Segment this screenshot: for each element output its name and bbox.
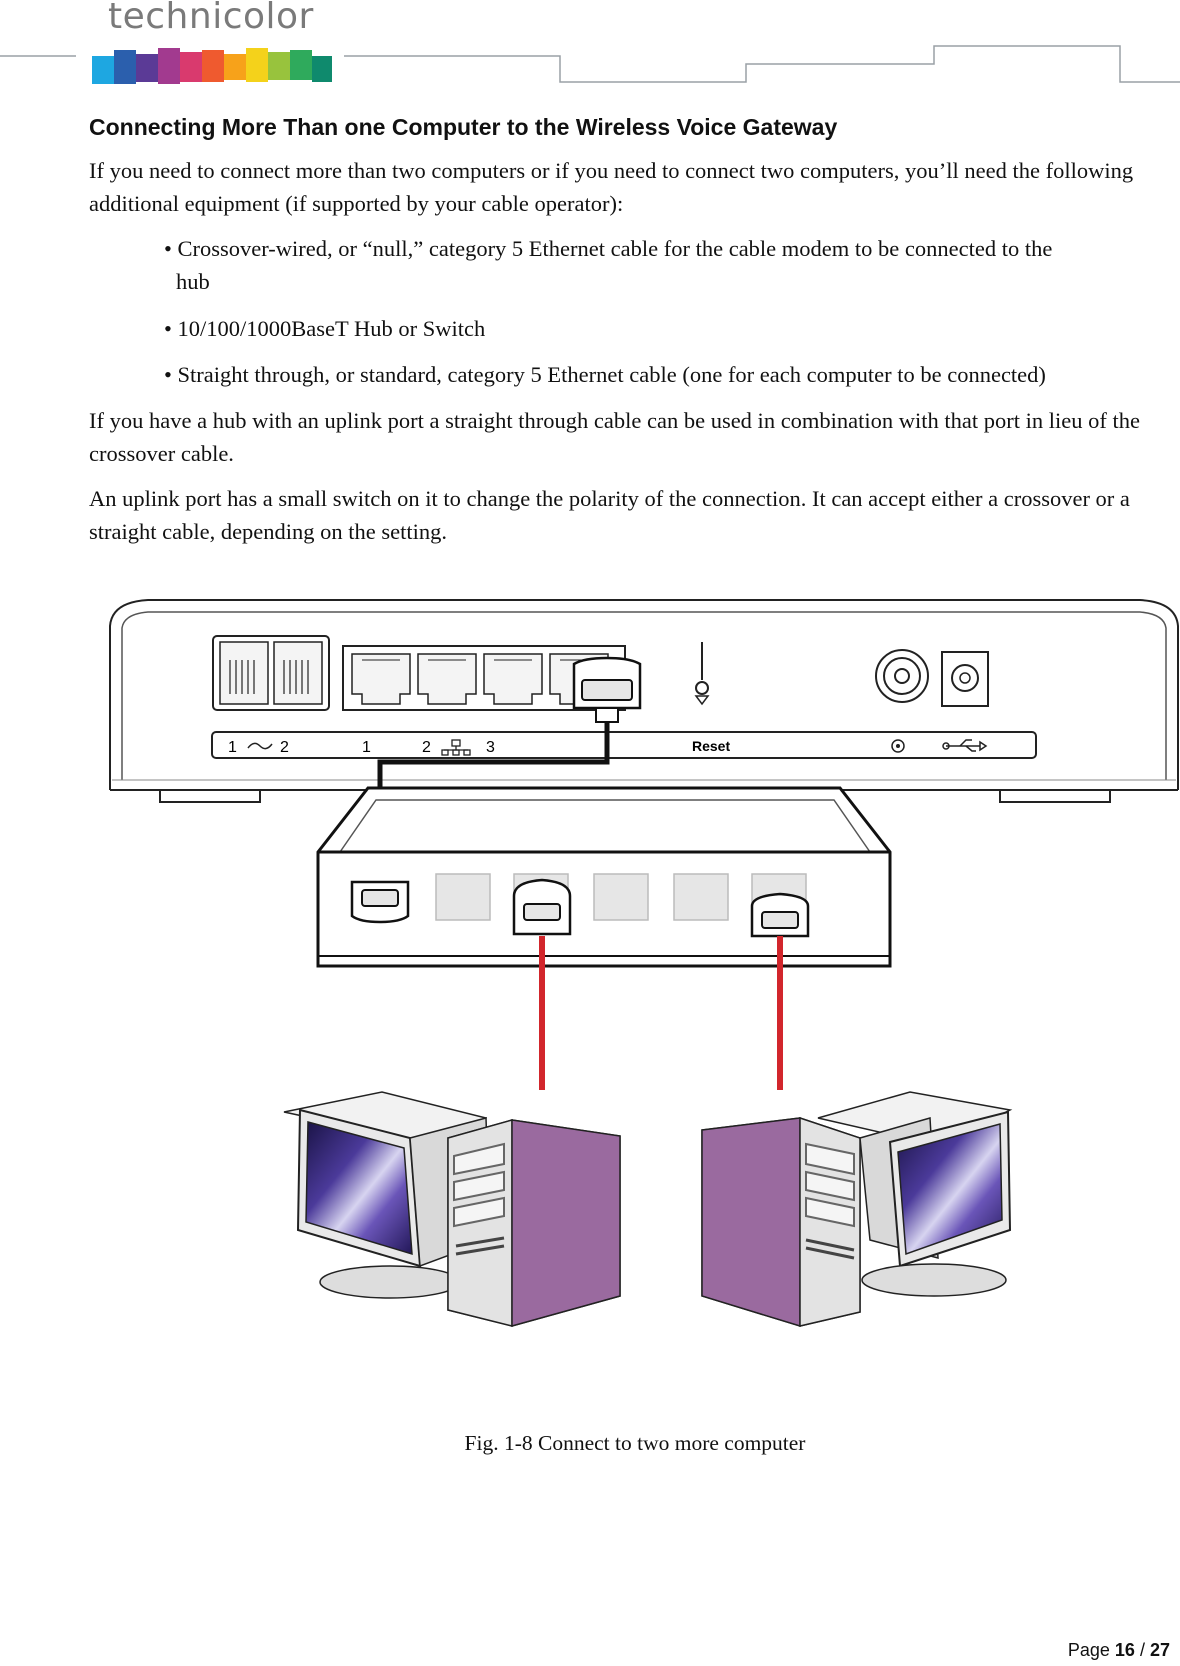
bullet-straight-cable: • Straight through, or standard, categor… <box>164 358 1160 391</box>
monitor-right <box>817 1091 1013 1297</box>
ethernet-plug-uplink <box>350 880 410 924</box>
logo-color-block <box>114 50 136 84</box>
bullet-text: • 10/100/1000BaseT Hub or Switch <box>164 316 486 341</box>
intro-paragraph: If you need to connect more than two com… <box>89 158 1134 216</box>
logo-color-block <box>312 56 332 82</box>
coax-connector-icon <box>875 649 929 703</box>
polarity-paragraph: An uplink port has a small switch on it … <box>89 486 1130 544</box>
gateway-device: 1 2 1 2 3 Reset <box>109 599 1179 803</box>
eth-port-label-3: 3 <box>486 739 495 756</box>
logo-color-block <box>136 54 158 82</box>
bullet-text: • Straight through, or standard, categor… <box>164 362 1046 387</box>
page-label: Page <box>1067 1640 1115 1660</box>
ethernet-plug-gateway <box>572 656 642 723</box>
page-separator: / <box>1134 1640 1150 1660</box>
logo-color-block <box>290 50 312 80</box>
figure-caption: Fig. 1-8 Connect to two more computer <box>464 1431 806 1455</box>
tower-left <box>447 1119 621 1327</box>
technicolor-logo-icon <box>92 48 332 84</box>
header-rule <box>0 45 1180 83</box>
bullet-hub-switch: • 10/100/1000BaseT Hub or Switch <box>164 312 1160 345</box>
phone-ports <box>212 635 330 711</box>
eth-port-label-1: 1 <box>362 739 371 756</box>
page-current: 16 <box>1114 1640 1135 1660</box>
logo-color-block <box>224 54 246 80</box>
phone-port-label-1: 1 <box>228 739 237 756</box>
section-title: Connecting More Than one Computer to the… <box>89 114 838 140</box>
usb-icon <box>942 739 988 752</box>
phone-port-label-2: 2 <box>280 739 289 756</box>
eth-port-label-2: 2 <box>422 739 431 756</box>
ethernet-plug-port-5 <box>750 892 810 938</box>
page-number: Page 16 / 27 <box>1068 1640 1170 1661</box>
brand-wordmark: technicolor <box>108 0 314 37</box>
bullet-text-continued: hub <box>176 269 210 294</box>
computer-left <box>283 1091 621 1327</box>
network-icon <box>441 739 471 756</box>
bullet-crossover-cable: • Crossover-wired, or “null,” category 5… <box>164 232 1160 298</box>
label-strip <box>211 731 1037 759</box>
bullet-text: • Crossover-wired, or “null,” category 5… <box>164 236 1053 261</box>
logo-color-block <box>202 50 224 82</box>
power-jack-icon <box>941 651 989 707</box>
logo-color-block <box>158 48 180 84</box>
reset-button-icon <box>694 642 710 706</box>
network-diagram: 1 2 1 2 3 Reset <box>109 599 1179 1328</box>
hub-switch-device <box>316 786 892 968</box>
logo-color-block <box>180 52 202 82</box>
tower-right <box>701 1116 861 1328</box>
reset-label: Reset <box>692 738 730 754</box>
phone-icon <box>247 742 273 750</box>
page-header: technicolor <box>0 0 1180 96</box>
logo-color-block <box>268 52 290 80</box>
uplink-paragraph: If you have a hub with an uplink port a … <box>89 408 1140 466</box>
computer-right <box>701 1091 1013 1328</box>
ethernet-plug-port-2 <box>512 878 572 936</box>
page-total: 27 <box>1149 1640 1170 1660</box>
logo-color-block <box>246 48 268 82</box>
logo-color-block <box>92 56 114 84</box>
